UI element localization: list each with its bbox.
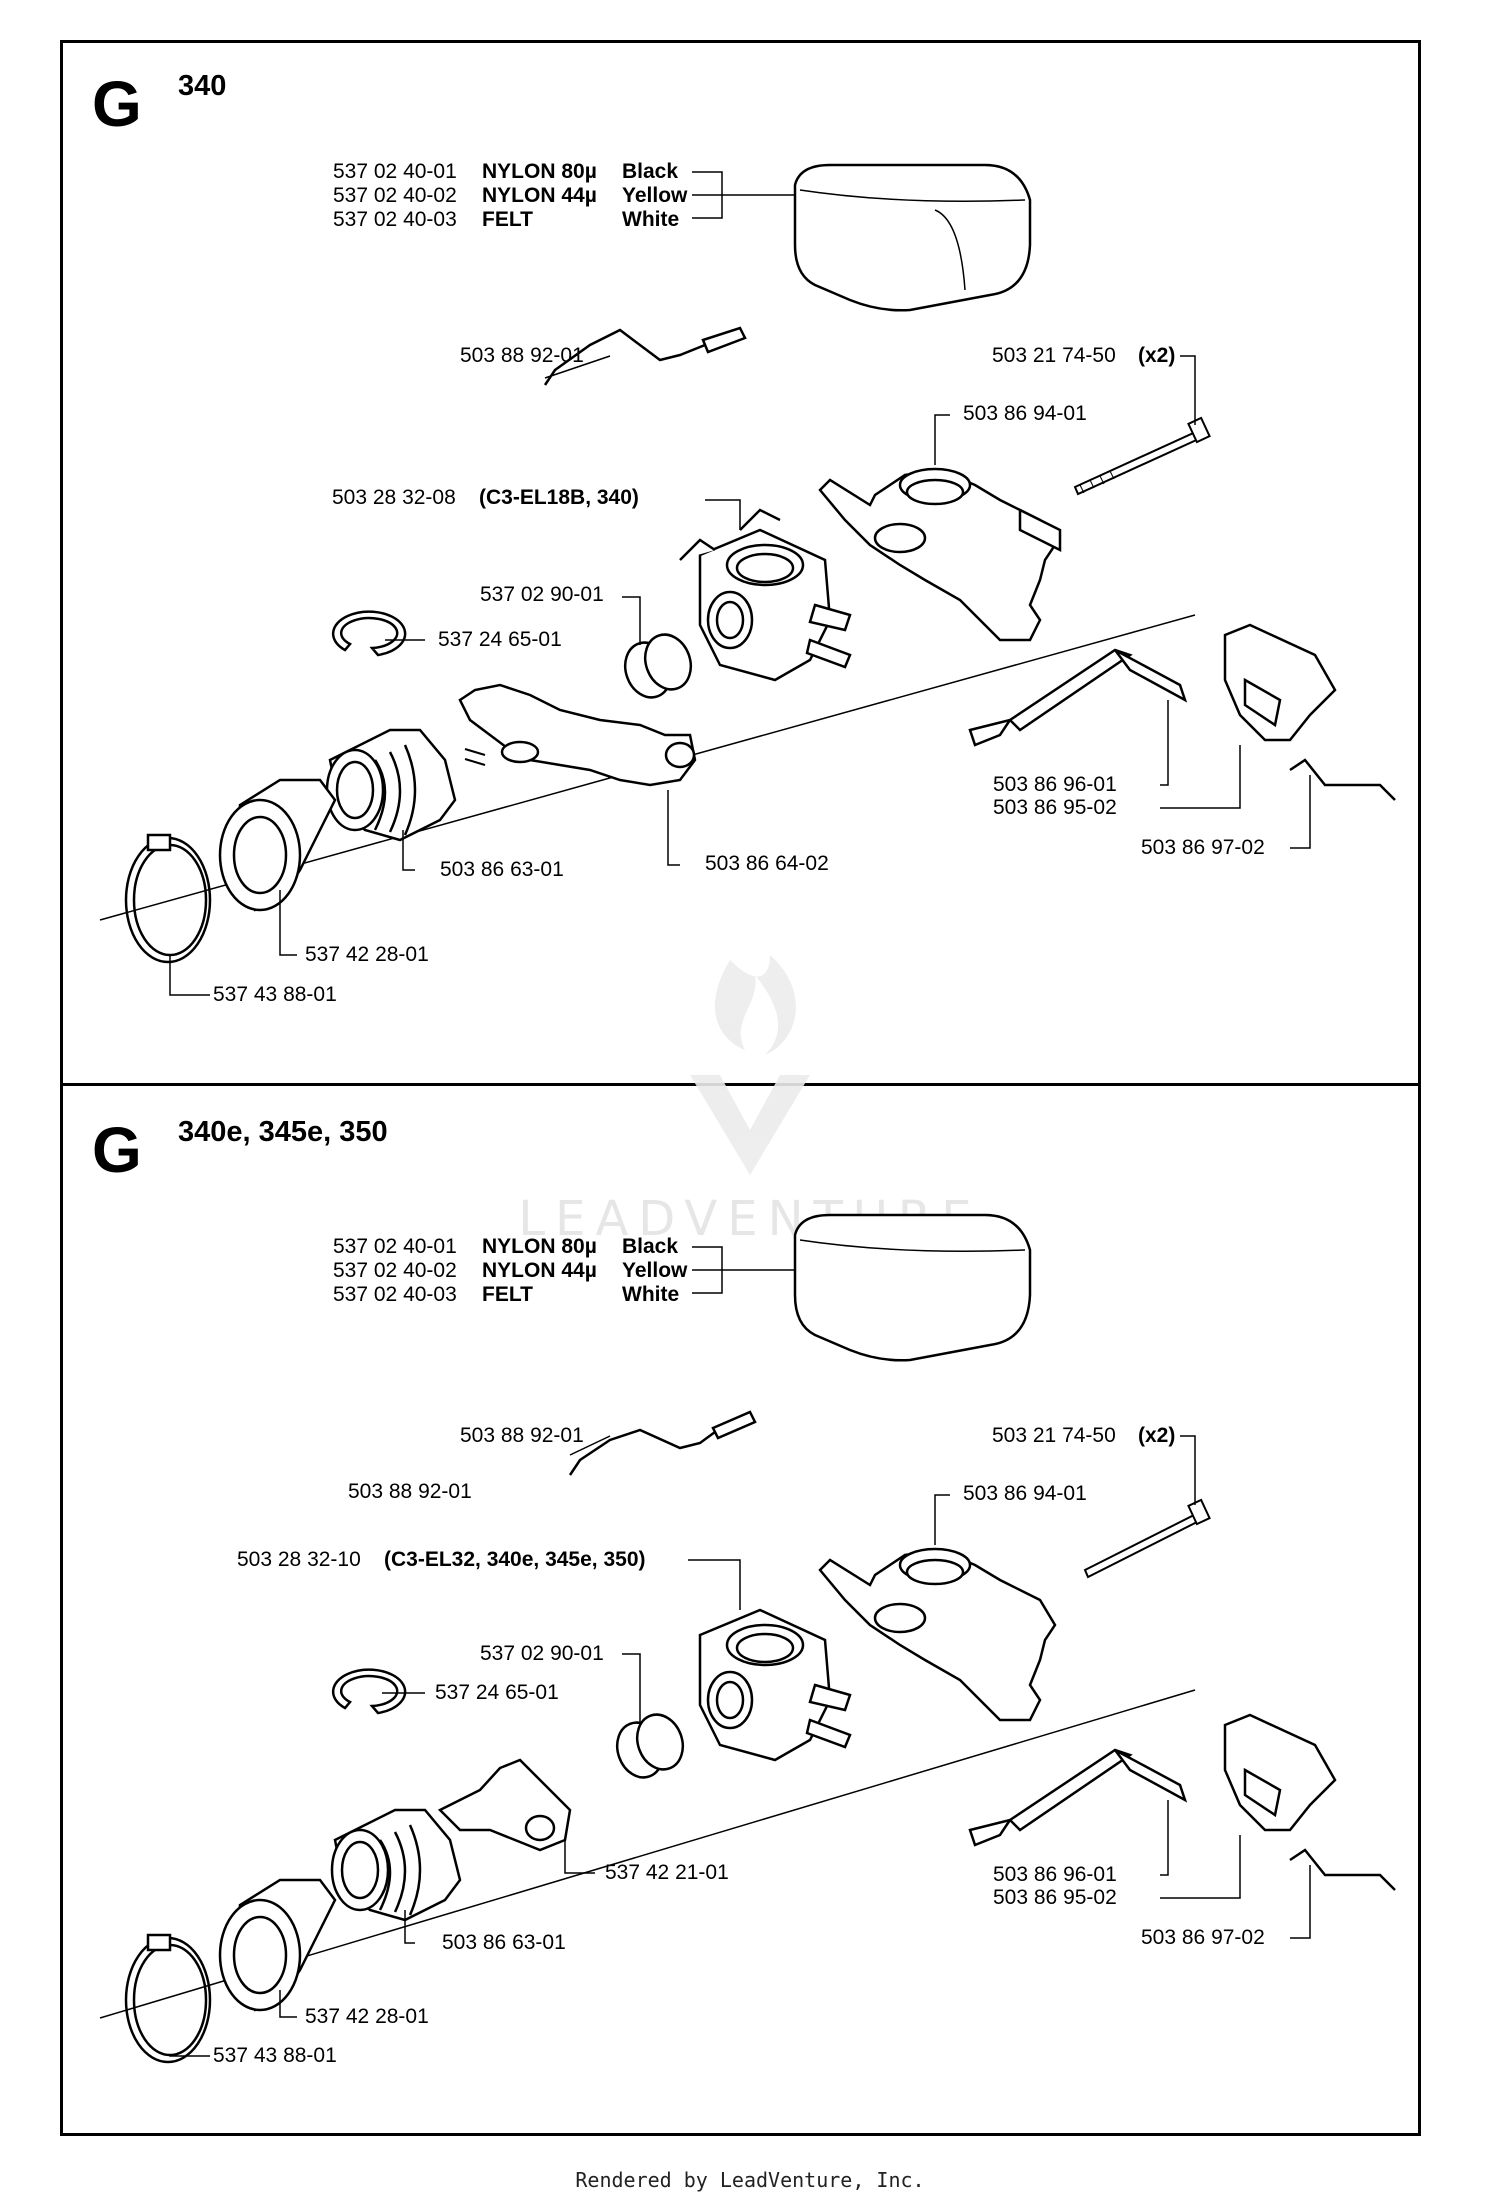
holder-label: 503 86 94-01 bbox=[963, 402, 1087, 425]
carburetor-shape bbox=[679, 508, 852, 682]
retaining-ring-shape bbox=[331, 1668, 407, 1715]
section-letter-top: G bbox=[92, 68, 142, 140]
throttle-arm-shape bbox=[968, 1748, 1188, 1847]
carburetor-holder-shape bbox=[818, 1547, 1057, 1722]
hose-clamp-shape bbox=[124, 1933, 212, 2064]
filter-color-1: Black bbox=[622, 1235, 678, 1258]
filter-material-1: NYLON 80µ bbox=[482, 160, 597, 183]
carburetor-holder-shape bbox=[818, 467, 1062, 642]
carb-note-label: (C3-EL32, 340e, 345e, 350) bbox=[384, 1548, 646, 1571]
intake-boot-shape bbox=[330, 1808, 462, 1922]
filter-material-3: FELT bbox=[482, 1283, 533, 1306]
filter-color-2: Yellow bbox=[622, 184, 688, 207]
filter-material-2: NYLON 44µ bbox=[482, 1259, 597, 1282]
bolt-shape bbox=[1083, 1498, 1211, 1579]
boot-label: 503 86 63-01 bbox=[442, 1931, 566, 1954]
model-title-bottom: 340e, 345e, 350 bbox=[178, 1116, 388, 1148]
seal-label: 537 02 90-01 bbox=[480, 1642, 604, 1665]
bolt-label: 503 21 74-50 bbox=[992, 1424, 1116, 1447]
filter-material-2: NYLON 44µ bbox=[482, 184, 597, 207]
choke-lever-shape bbox=[1223, 1713, 1337, 1832]
arm2-label: 503 86 95-02 bbox=[993, 1886, 1117, 1909]
filter-color-2: Yellow bbox=[622, 1259, 688, 1282]
air-filter-shape bbox=[793, 1213, 1032, 1362]
cup-label: 537 42 28-01 bbox=[305, 2005, 429, 2028]
filter-part-3: 537 02 40-03 bbox=[333, 1283, 457, 1306]
cup-label: 537 42 28-01 bbox=[305, 943, 429, 966]
hose-clamp-shape bbox=[124, 833, 212, 964]
arm1-label: 503 86 96-01 bbox=[993, 773, 1117, 796]
air-filter-shape bbox=[793, 163, 1032, 312]
link-label: 503 86 64-02 bbox=[705, 852, 829, 875]
air-cup-shape bbox=[218, 778, 337, 912]
choke-wire-shape bbox=[543, 326, 747, 386]
wire-label: 503 88 92-01 bbox=[460, 344, 584, 367]
ring-label: 537 24 65-01 bbox=[438, 628, 562, 651]
diagram-frame bbox=[60, 40, 1421, 2136]
air-cup-shape bbox=[218, 1878, 337, 2012]
carburetor-shape bbox=[698, 1608, 852, 1762]
filter-material-3: FELT bbox=[482, 208, 533, 231]
filter-color-3: White bbox=[622, 1283, 679, 1306]
arm1-label: 503 86 96-01 bbox=[993, 1863, 1117, 1886]
section-letter-bottom: G bbox=[92, 1114, 142, 1186]
model-title-top: 340 bbox=[178, 70, 227, 102]
link-label: 537 42 21-01 bbox=[605, 1861, 729, 1884]
clamp-label: 537 43 88-01 bbox=[213, 983, 337, 1006]
bolt-shape bbox=[1073, 416, 1211, 496]
filter-color-1: Black bbox=[622, 160, 678, 183]
wire-label: 503 88 92-01 bbox=[460, 1424, 584, 1447]
panel-bottom: 537 02 40-01 NYLON 80µ Black 537 02 40-0… bbox=[99, 1213, 1396, 2067]
choke-lever-shape bbox=[1223, 623, 1337, 742]
throttle-arm-shape bbox=[968, 648, 1188, 747]
filter-color-3: White bbox=[622, 208, 679, 231]
filter-material-1: NYLON 80µ bbox=[482, 1235, 597, 1258]
leader-lines-bottom bbox=[169, 1246, 1311, 2057]
wire-alt-label: 503 88 92-01 bbox=[348, 1480, 472, 1503]
spring-shape bbox=[1289, 758, 1396, 801]
bolt-label: 503 21 74-50 bbox=[992, 344, 1116, 367]
seal-shape bbox=[615, 1713, 685, 1779]
carb-label: 503 28 32-08 bbox=[332, 486, 456, 509]
panel-top: 537 02 40-01 NYLON 80µ Black 537 02 40-0… bbox=[99, 160, 1396, 1006]
bolt-qty-label: (x2) bbox=[1138, 1424, 1175, 1447]
leader-lines-top bbox=[169, 171, 1311, 996]
watermark-logo bbox=[690, 955, 810, 1175]
ring-label: 537 24 65-01 bbox=[435, 1681, 559, 1704]
clamp-label: 537 43 88-01 bbox=[213, 2044, 337, 2067]
filter-part-1: 537 02 40-01 bbox=[333, 160, 457, 183]
seal-shape bbox=[623, 633, 693, 699]
seal-label: 537 02 90-01 bbox=[480, 583, 604, 606]
throttle-link-shape bbox=[437, 1758, 572, 1852]
throttle-link-shape bbox=[458, 683, 697, 787]
retaining-ring-shape bbox=[331, 610, 407, 657]
choke-wire-shape bbox=[568, 1410, 757, 1476]
arm2-label: 503 86 95-02 bbox=[993, 796, 1117, 819]
boot-label: 503 86 63-01 bbox=[440, 858, 564, 881]
footer-credit: Rendered by LeadVenture, Inc. bbox=[575, 2168, 925, 2192]
filter-part-2: 537 02 40-02 bbox=[333, 184, 457, 207]
panel-divider bbox=[63, 1083, 1418, 1086]
intake-boot-shape bbox=[325, 728, 457, 842]
filter-part-2: 537 02 40-02 bbox=[333, 1259, 457, 1282]
spring-shape bbox=[1289, 1848, 1396, 1891]
spring-label: 503 86 97-02 bbox=[1141, 1926, 1265, 1949]
carb-note-label: (C3-EL18B, 340) bbox=[479, 486, 639, 509]
bolt-qty-label: (x2) bbox=[1138, 344, 1175, 367]
filter-part-3: 537 02 40-03 bbox=[333, 208, 457, 231]
carb-label: 503 28 32-10 bbox=[237, 1548, 361, 1571]
spring-label: 503 86 97-02 bbox=[1141, 836, 1265, 859]
holder-label: 503 86 94-01 bbox=[963, 1482, 1087, 1505]
filter-part-1: 537 02 40-01 bbox=[333, 1235, 457, 1258]
